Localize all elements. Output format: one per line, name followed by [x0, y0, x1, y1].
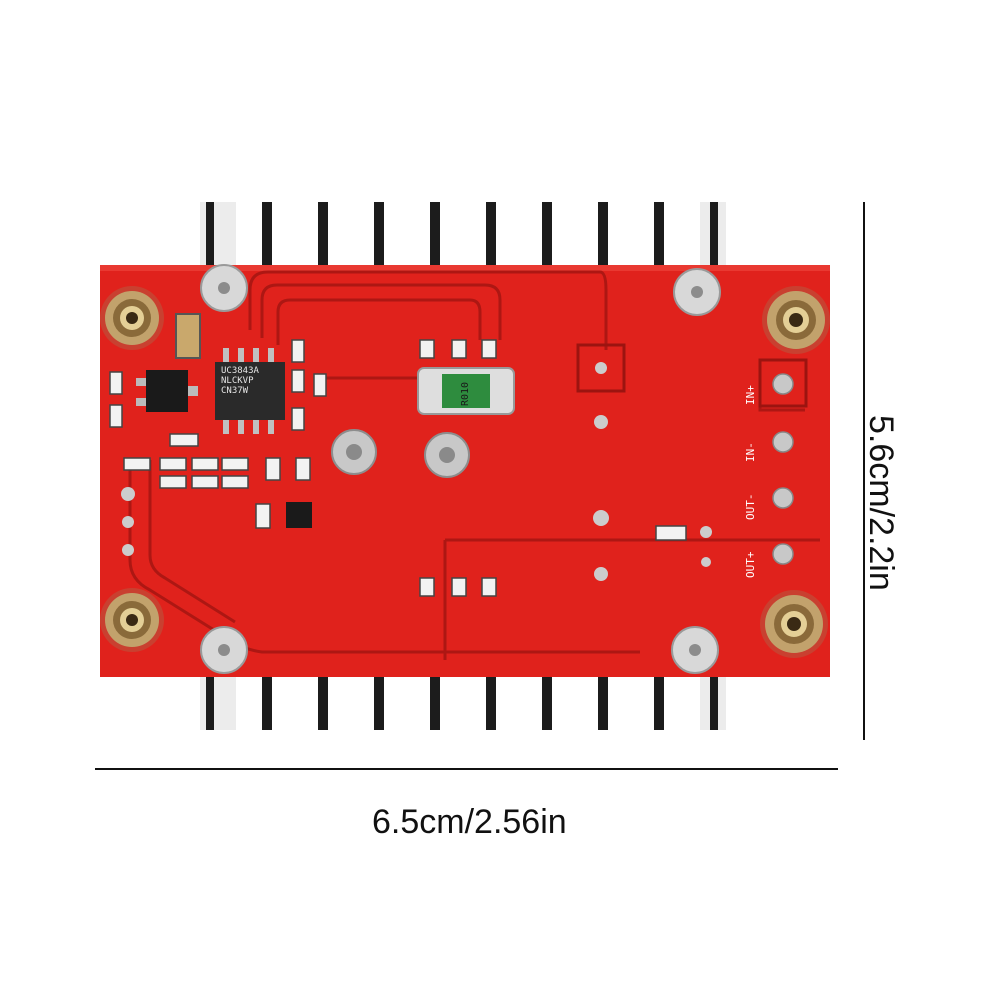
label-in-minus: IN-	[744, 442, 757, 462]
screw-heads	[200, 264, 721, 674]
brass-standoff-bottom-left	[100, 588, 164, 652]
brass-standoff-top-right	[762, 286, 830, 354]
brass-standoff-bottom-right	[760, 590, 828, 658]
transistor-left	[136, 370, 198, 412]
smd-components	[109, 339, 687, 597]
label-out-minus: OUT-	[744, 493, 757, 521]
shunt-resistor	[417, 367, 515, 415]
terminal-pads	[121, 343, 808, 581]
heatsink-fins-top	[200, 202, 726, 270]
smd-capacitor-tan	[175, 313, 201, 359]
transistor-small	[286, 502, 312, 528]
height-dimension-label: 5.6cm/2.2in	[862, 415, 900, 591]
pwm-controller-ic	[215, 348, 285, 434]
chip-marking-line1: UC3843A	[221, 366, 259, 376]
chip-marking-line2: NLCKVP	[221, 376, 254, 386]
pcb-traces	[128, 270, 820, 660]
pcb-board	[100, 265, 830, 677]
brass-standoff-top-left	[100, 286, 164, 350]
chip-marking: UC3843A NLCKVP CN37W	[221, 366, 259, 396]
chip-marking-line3: CN37W	[221, 386, 249, 396]
label-out-plus: OUT+	[744, 551, 757, 579]
width-dimension-label: 6.5cm/2.56in	[372, 803, 567, 841]
shunt-resistor-marking: R010	[460, 381, 471, 406]
label-in-plus: IN+	[744, 385, 757, 405]
center-pads	[331, 429, 470, 478]
